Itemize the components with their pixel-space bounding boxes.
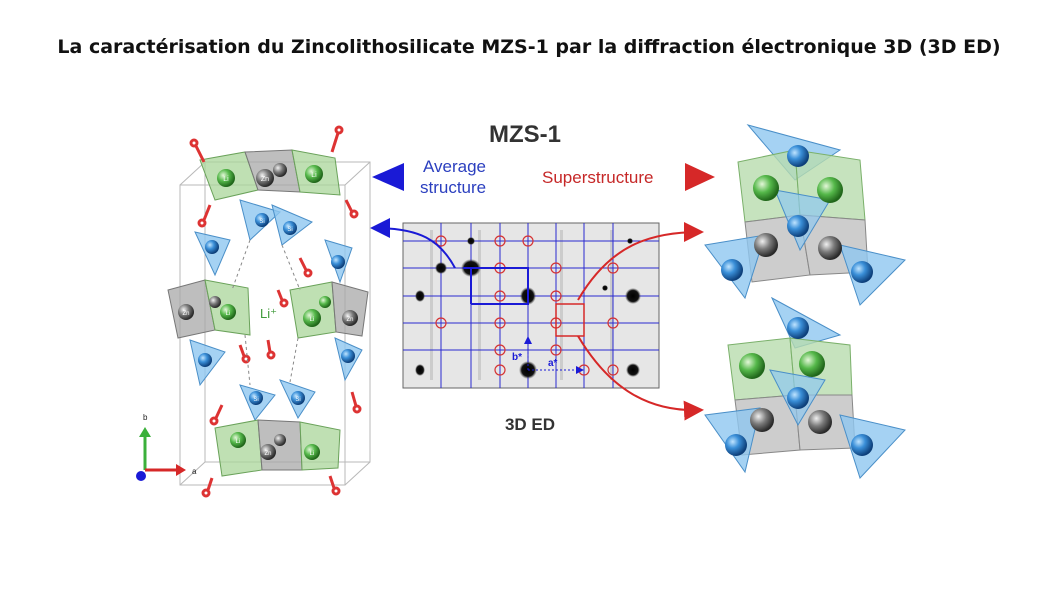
atom-label-li: Li <box>226 311 231 317</box>
average-label-line1: Average <box>423 157 486 176</box>
middle-octahedra-layer: Zn Li Li Zn Li⁺ <box>167 279 369 339</box>
atom-label-zn: Zn <box>261 176 269 183</box>
average-cell-outline <box>463 267 529 305</box>
superstructure-cell-outline <box>555 303 585 337</box>
superstructure-arrow-icon <box>685 163 715 191</box>
atom-label-zn: Zn <box>264 451 271 457</box>
superstructure-reflections <box>435 235 619 376</box>
atom-label-si: Si <box>295 397 300 403</box>
li-plus-label: Li⁺ <box>260 306 277 321</box>
atom-label-li: Li <box>236 439 241 445</box>
lower-tetrahedra: Si Si <box>189 337 363 421</box>
bottom-octahedra-layer: Li Zn Li <box>214 419 341 477</box>
upper-tetrahedra: Si Si <box>194 199 353 284</box>
average-arrow-icon <box>372 163 404 191</box>
page-title: La caractérisation du Zincolithosilicate… <box>57 36 1001 58</box>
atom-label-li: Li <box>311 172 317 179</box>
ed-pattern-panel: b* a* <box>402 222 660 389</box>
superstructure-label: Superstructure <box>542 168 654 187</box>
axis-a-label: a <box>192 467 197 476</box>
atom-label-si: Si <box>253 397 258 403</box>
superstructure-connector-arrow-bottom <box>577 335 704 421</box>
atom-label-li: Li <box>223 176 229 183</box>
atom-label-si: Si <box>259 219 264 225</box>
superstructure-cluster-bottom <box>704 296 906 479</box>
average-crystal-structure: Li Zn Li Si Si <box>136 125 371 498</box>
hydrogen-bonds <box>231 239 301 386</box>
average-label-line2: structure <box>420 178 486 197</box>
ed-label: 3D ED <box>505 415 555 434</box>
superstructure-cluster-top <box>704 124 906 306</box>
water-molecules <box>189 125 362 498</box>
reciprocal-axes: b* a* <box>512 336 584 374</box>
superstructure-connector-arrow-top <box>577 222 704 301</box>
atom-label-li: Li <box>310 451 315 457</box>
center-title: MZS-1 <box>489 121 561 148</box>
atom-label-zn: Zn <box>182 311 189 317</box>
atom-label-si: Si <box>287 227 292 233</box>
atom-label-zn: Zn <box>346 317 353 323</box>
average-connector-arrow <box>370 218 456 269</box>
top-octahedra-layer: Li Zn Li <box>199 149 341 201</box>
atom-label-li: Li <box>310 317 315 323</box>
axis-triad: b a <box>136 413 197 481</box>
axis-b-label: b <box>143 413 148 422</box>
a-star-label: a* <box>548 358 558 369</box>
b-star-label: b* <box>512 352 522 363</box>
